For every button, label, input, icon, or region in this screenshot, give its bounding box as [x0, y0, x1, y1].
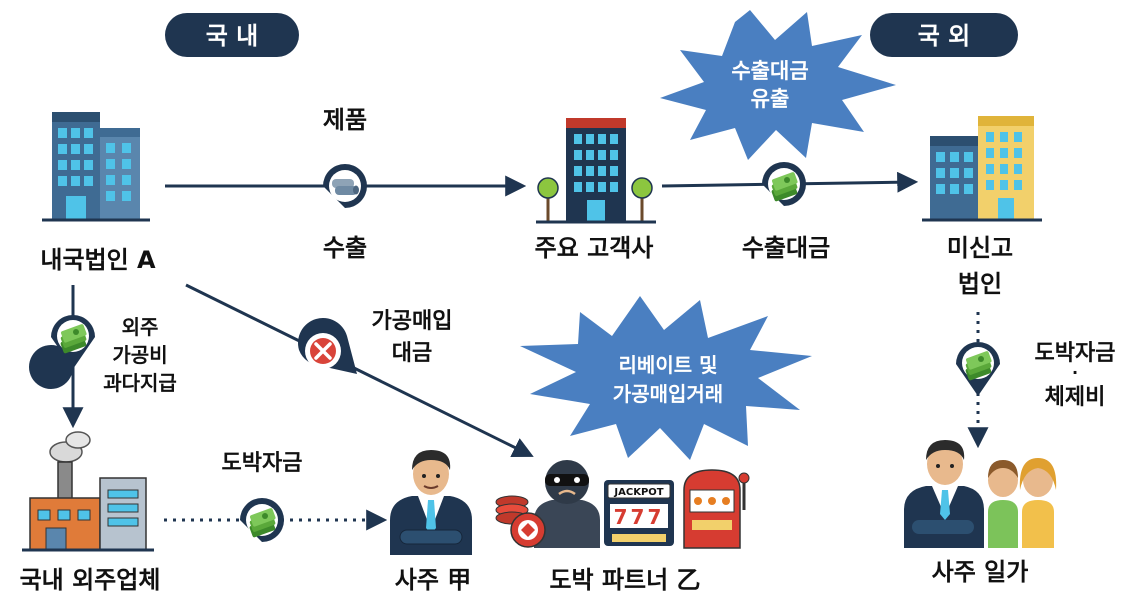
- svg-text:가공매입거래: 가공매입거래: [613, 382, 723, 406]
- svg-text:국 외: 국 외: [918, 22, 971, 50]
- svg-text:수출대금: 수출대금: [731, 59, 808, 83]
- outsourcing-label-line3: 과다지급: [103, 371, 177, 395]
- fake-purchase-arrow: [185, 283, 534, 457]
- export-pin: [322, 163, 367, 208]
- domestic-subcontractor-label: 국내 외주업체: [20, 566, 161, 594]
- domestic-header: 국 내: [165, 13, 299, 57]
- svg-text:리베이트 및: 리베이트 및: [619, 353, 718, 377]
- fake-purchase-pin: [298, 318, 357, 374]
- svg-text:JACKPOT: JACKPOT: [613, 487, 663, 498]
- fabric-roll-icon: [332, 179, 359, 195]
- unreported-corp-label-line2: 법인: [958, 270, 1002, 298]
- gambling-funds-pin: [240, 498, 284, 542]
- export-leak-burst: 수출대금 유출: [660, 10, 896, 160]
- gambling-funds-label: 도박자금: [222, 451, 303, 476]
- corp-a-label: 내국법인 A: [40, 246, 156, 274]
- outsourcing-label-line1: 외주: [122, 315, 159, 339]
- outsourcing-pin: [29, 315, 95, 389]
- office-building-icon: [42, 112, 150, 222]
- family-icon: [904, 440, 1057, 548]
- owner-gap-label: 사주 甲: [395, 566, 472, 594]
- gambling-stay-label-dot: ·: [1072, 363, 1078, 382]
- proceeds-pin: [762, 162, 806, 206]
- office-tower-icon: [536, 118, 656, 224]
- gambling-stay-label-line1: 도박자금: [1035, 341, 1116, 366]
- casino-chips-icon: [495, 495, 546, 548]
- slot-machine-jackpot-icon: JACKPOT 777: [604, 480, 674, 546]
- gambling-stay-pin: [956, 342, 1000, 396]
- owner-family-label: 사주 일가: [932, 558, 1029, 586]
- rebate-burst: 리베이트 및 가공매입거래: [520, 296, 812, 460]
- export-proceeds-label: 수출대금: [742, 234, 830, 262]
- slot-machine-icon: [683, 469, 750, 549]
- office-buildings-icon: [922, 116, 1042, 222]
- masked-thief-icon: [534, 460, 600, 548]
- fake-purchase-label-line1: 가공매입: [372, 309, 453, 334]
- unreported-corp-label-line1: 미신고: [947, 234, 1013, 262]
- businessman-icon: [390, 450, 472, 555]
- outsourcing-label-line2: 가공비: [112, 343, 167, 367]
- product-label: 제품: [323, 106, 367, 134]
- gambling-partner-label: 도박 파트너 乙: [549, 566, 700, 594]
- svg-text:유출: 유출: [751, 87, 790, 111]
- arrows: [62, 171, 989, 531]
- overseas-header: 국 외: [870, 13, 1018, 57]
- x-mark-icon: [310, 338, 336, 364]
- factory-icon: [22, 431, 154, 552]
- main-customer-label: 주요 고객사: [535, 234, 654, 262]
- svg-text:국 내: 국 내: [206, 22, 259, 50]
- fake-purchase-label-line2: 대금: [392, 341, 432, 366]
- svg-text:777: 777: [614, 505, 665, 529]
- gambling-stay-label-line2: 체제비: [1045, 385, 1106, 410]
- export-label: 수출: [323, 234, 367, 262]
